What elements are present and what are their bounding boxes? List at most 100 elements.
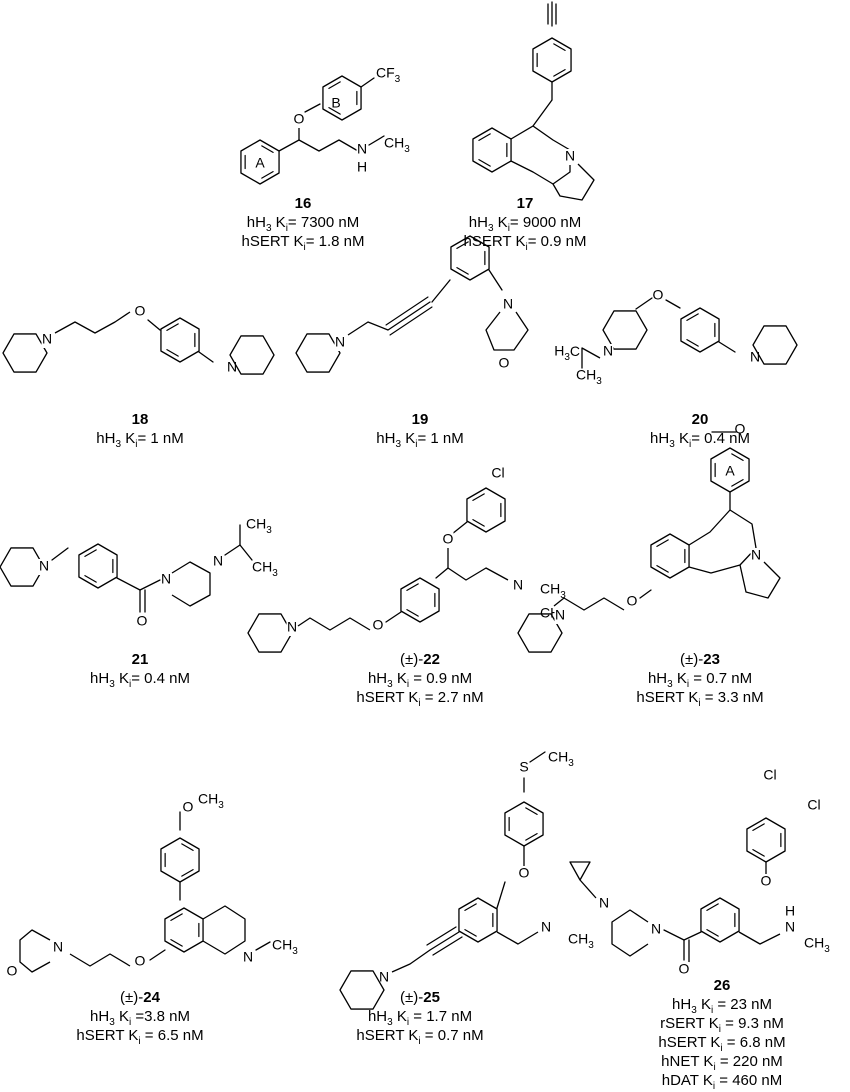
racemic-prefix: (±)- [680,651,704,668]
affinity-line: hH3 Ki= 9000 nM [415,213,635,234]
bond [525,807,538,815]
nitrogen-label: N [357,141,367,157]
affinity-sub2: i [418,1036,421,1047]
affinity-k: K [396,1008,407,1025]
affinity-line: hH3 Ki =3.8 nM [30,1007,250,1028]
nitrogen-label: N [53,939,63,955]
bond [718,341,736,353]
bond-chain [297,617,371,631]
label-mask [38,559,50,575]
affinity-line: hH3 Ki= 1 nM [30,429,250,450]
affinity-line: hH3 Ki = 0.7 nM [590,669,810,690]
affinity-line: hH3 Ki= 0.4 nM [30,669,250,690]
nitrogen-label: N [213,553,223,569]
bond [686,339,699,347]
affinity-target: hH [650,430,670,447]
benzene-ring [746,817,786,863]
affinity-sub2: i [710,1005,714,1016]
label-mask [598,896,610,912]
affinity-line: hH3 Ki = 1.7 nM [310,1007,530,1028]
bond-chain [688,509,757,574]
nitrogen-label: N [599,895,609,911]
affinity-rel: = 0.4 nM [691,430,750,447]
compound-id: 21 [131,651,149,668]
label-mask [502,297,514,313]
compound-id: 18 [131,411,149,428]
benzene-ring [504,801,544,847]
bond-chain [739,561,781,599]
bond [432,936,463,956]
bond [752,849,765,857]
label-mask [134,954,146,970]
bond [170,913,183,921]
bond [139,579,161,591]
compound-number: (±)-25 [310,988,530,1007]
label-mask [41,332,53,348]
bond [752,823,765,831]
piperazine-ring [171,561,211,607]
label-mask [293,112,305,128]
oxygen-label: O [294,111,305,127]
affinity-sub2: i [135,439,138,450]
racemic-prefix: (±)- [400,651,424,668]
nitrogen-label: N [751,547,761,563]
affinity-rel: = 7300 nM [287,214,360,231]
compound-number: 17 [415,194,635,213]
affinity-sub2: i [303,242,306,253]
label-mask [760,874,772,890]
nitrogen-label: N [227,359,237,375]
oxygen-label: O [373,617,384,633]
compound-id: 16 [294,195,312,212]
affinity-rel: = 6.8 nM [722,1034,786,1051]
bond [328,107,341,115]
compound-number: (±)-23 [590,650,810,669]
morpholine-ring [19,929,51,973]
nitrogen-label: N [39,558,49,574]
benzene-ring [532,37,572,83]
bond [683,931,702,941]
bond [406,583,419,591]
affinity-sub1: 3 [669,439,675,450]
affinity-rel: = 1.7 nM [409,1008,473,1025]
piperidine-ring [0,547,45,587]
benzene-ring [458,897,498,943]
bond [464,929,477,937]
label-mask [442,532,454,548]
label-mask [52,940,64,956]
affinity-sub2: i [406,679,410,690]
piperidine-ring [517,613,563,653]
bond [387,301,431,331]
affinity-rel: = 220 nM [715,1053,783,1070]
bond [553,69,566,77]
bond [84,549,97,557]
compound-number: 26 [612,976,832,995]
bond [456,241,469,249]
bond-chain [54,311,131,334]
affinity-sub1: 3 [395,439,402,450]
affinity-k: K [275,214,286,231]
label-mask [160,572,172,588]
bond [429,931,460,951]
affinity-rel: = 0.4 nM [131,670,190,687]
bond [431,279,451,303]
affinity-rel: = 3.3 nM [700,689,764,706]
methyl-label: CH3 [548,749,574,769]
bond [706,903,719,911]
oxygen-label: O [137,613,148,629]
label-mask [136,614,148,630]
affinity-sub2: i [688,439,692,450]
benzene-ring-B [322,75,362,121]
affinity-sub2: i [285,223,288,234]
label-mask [750,548,762,564]
oxygen-label: O [519,865,530,881]
benzene-ring [650,533,690,579]
bond [496,881,506,909]
bond-chain [278,139,340,152]
affinity-rel: = 1 nM [417,430,464,447]
bond [525,833,538,841]
methyl-label: CH3 [540,581,566,601]
